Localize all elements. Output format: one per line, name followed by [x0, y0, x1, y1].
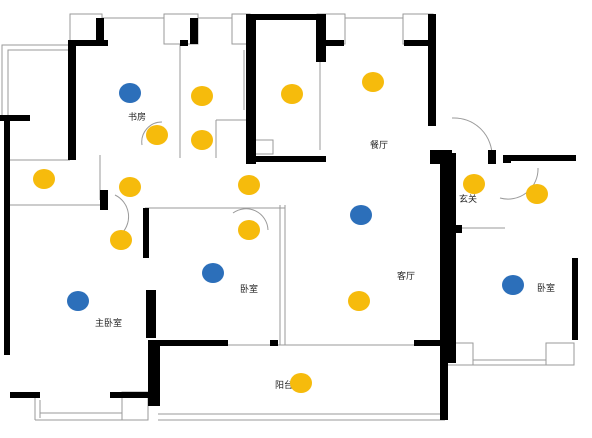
room-label-living: 客厅 — [397, 270, 415, 282]
marker-yellow — [362, 72, 384, 92]
marker-yellow — [110, 230, 132, 250]
room-label-bedroom-middle: 卧室 — [240, 283, 258, 295]
marker-yellow — [281, 84, 303, 104]
room-label-master-bedroom: 主卧室 — [95, 317, 122, 329]
marker-yellow — [33, 169, 55, 189]
room-labels: 书房 餐厅 玄关 卧室 客厅 卧室 主卧室 阳台 — [95, 111, 555, 391]
room-label-dining: 餐厅 — [370, 139, 388, 151]
room-label-study: 书房 — [128, 111, 146, 123]
marker-yellow — [191, 86, 213, 106]
marker-blue — [119, 83, 141, 103]
marker-yellow — [348, 291, 370, 311]
marker-blue — [202, 263, 224, 283]
marker-yellow — [238, 220, 260, 240]
marker-yellow — [526, 184, 548, 204]
marker-yellow — [238, 175, 260, 195]
room-label-entrance: 玄关 — [459, 193, 477, 205]
marker-yellow — [191, 130, 213, 150]
markers-yellow — [33, 72, 548, 393]
marker-blue — [502, 275, 524, 295]
room-label-bedroom-right: 卧室 — [537, 282, 555, 294]
marker-yellow — [290, 373, 312, 393]
marker-blue — [350, 205, 372, 225]
markers-blue — [67, 83, 524, 311]
marker-yellow — [463, 174, 485, 194]
room-label-balcony: 阳台 — [275, 379, 293, 391]
outline-lines — [1, 13, 575, 421]
marker-yellow — [119, 177, 141, 197]
walls — [0, 14, 578, 420]
marker-yellow — [146, 125, 168, 145]
marker-blue — [67, 291, 89, 311]
